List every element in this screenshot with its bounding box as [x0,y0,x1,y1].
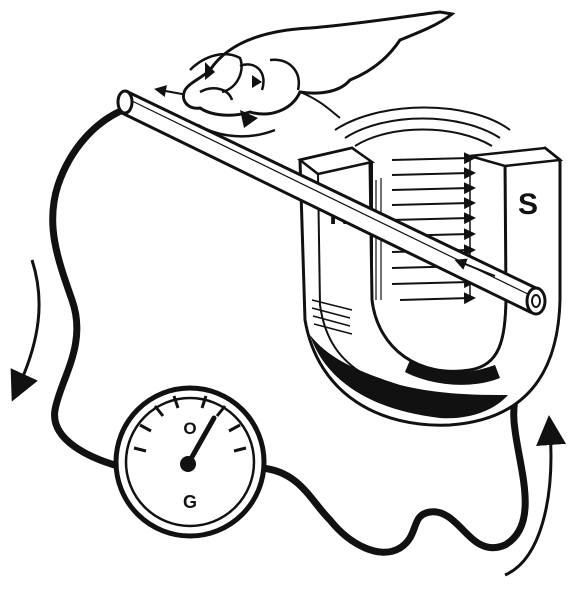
hand [183,12,452,136]
current-arrow-left [18,260,39,388]
galvanometer: O G [116,388,264,536]
galvanometer-name-label: G [183,492,197,512]
galvanometer-pivot [180,456,196,472]
south-pole-label: S [518,188,538,221]
galvanometer-zero-label: O [183,419,196,438]
